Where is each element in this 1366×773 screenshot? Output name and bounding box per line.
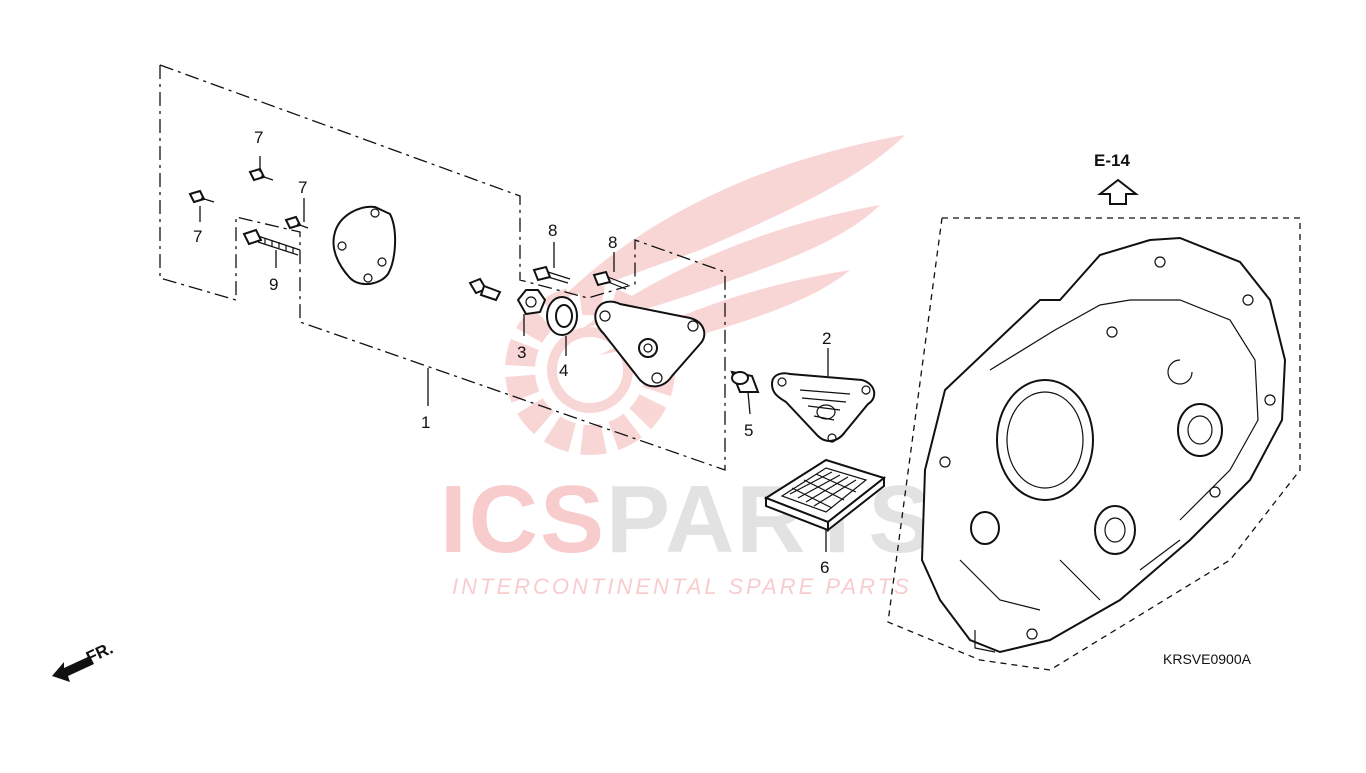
callouts: 7 7 7 9 8 8 3 4 5 2 6 1 <box>193 128 831 577</box>
oil-strainer-part-6 <box>763 458 887 533</box>
outer-rotor-part-4 <box>546 296 578 336</box>
callout-7-right: 7 <box>298 178 307 197</box>
svg-text:ICSPARTS: ICSPARTS <box>440 466 934 573</box>
callout-8-left: 8 <box>548 221 557 240</box>
collar-part-5 <box>730 370 760 393</box>
callout-9: 9 <box>269 275 278 294</box>
callout-6: 6 <box>820 558 829 577</box>
bolt-part-7-left <box>188 189 215 204</box>
watermark-brand-primary: ICS <box>440 466 606 573</box>
watermark-text: ICSPARTS INTERCONTINENTAL SPARE PARTS <box>440 466 934 599</box>
bolt-part-9 <box>242 228 301 256</box>
callout-7-top: 7 <box>254 128 263 147</box>
drawing-code: KRSVE0900A <box>1163 651 1252 667</box>
callout-4: 4 <box>559 361 568 380</box>
bolt-part-7-right <box>284 215 309 230</box>
assembly-outline-oil-pump <box>159 64 726 471</box>
leader-lines <box>199 156 829 552</box>
bolt-part-8-left <box>532 265 571 284</box>
crankcase-cover <box>920 236 1287 654</box>
callout-3: 3 <box>517 343 526 362</box>
bolt-part-7-top <box>248 167 274 182</box>
pump-cover <box>332 205 397 286</box>
inner-rotor-part-3 <box>516 289 547 316</box>
callout-5: 5 <box>744 421 753 440</box>
callout-2: 2 <box>822 329 831 348</box>
front-arrow-icon <box>52 656 94 682</box>
assembly-outline-crankcase <box>887 217 1301 671</box>
bolt-part-8-right <box>592 270 629 290</box>
callout-1: 1 <box>421 413 430 432</box>
pump-body-plate <box>594 300 706 388</box>
watermark-tagline: INTERCONTINENTAL SPARE PARTS <box>452 574 912 599</box>
reference-arrow-icon <box>1097 178 1139 205</box>
reference-label: E-14 <box>1094 151 1130 170</box>
watermark-brand-secondary: PARTS <box>606 466 934 573</box>
pump-shaft-pin <box>468 277 502 302</box>
gasket-part-2 <box>770 372 876 443</box>
callout-8-right: 8 <box>608 233 617 252</box>
callout-7-left: 7 <box>193 227 202 246</box>
front-direction: FR. <box>52 638 116 682</box>
